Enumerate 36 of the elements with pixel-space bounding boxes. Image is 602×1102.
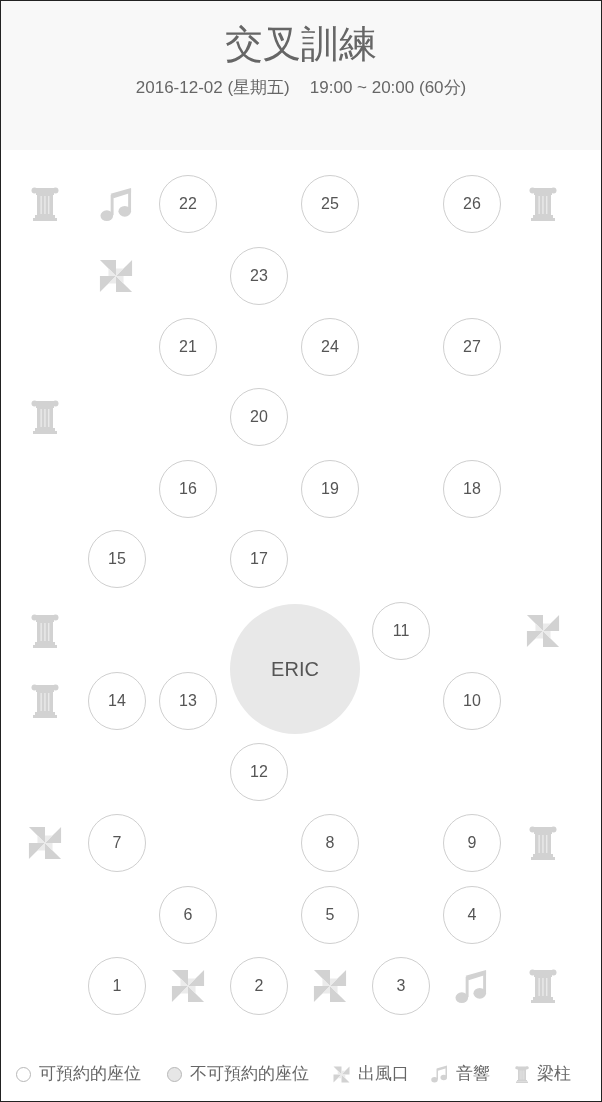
- legend-text: 可預約的座位: [39, 1063, 141, 1085]
- seat-circle: 3: [372, 957, 430, 1015]
- legend-text: 不可預約的座位: [190, 1063, 309, 1085]
- seat-circle: 14: [88, 672, 146, 730]
- seat-circle: 12: [230, 743, 288, 801]
- legend-text: 音響: [456, 1063, 490, 1085]
- seat-circle: 5: [301, 886, 359, 944]
- seat-circle: 18: [443, 460, 501, 518]
- seat-circle: 11: [372, 602, 430, 660]
- seat-circle: 24: [301, 318, 359, 376]
- seat-circle: 20: [230, 388, 288, 446]
- seat-circle: 25: [301, 175, 359, 233]
- seat-circle: 13: [159, 672, 217, 730]
- seat-circle: 21: [159, 318, 217, 376]
- seat-circle: 4: [443, 886, 501, 944]
- seat-circle: 15: [88, 530, 146, 588]
- date-time-text: 19:00 ~ 20:00 (60分): [309, 77, 467, 99]
- title: 交叉訓練: [225, 22, 377, 67]
- seat-circle: 16: [159, 460, 217, 518]
- legend-text: 梁柱: [537, 1063, 571, 1085]
- seat-circle: 22: [159, 175, 217, 233]
- seat-circle: 8: [301, 814, 359, 872]
- seat-circle: 23: [230, 247, 288, 305]
- seat-circle: 10: [443, 672, 501, 730]
- seat-circle: 6: [159, 886, 217, 944]
- seat-circle: 26: [443, 175, 501, 233]
- seat-circle: 2: [230, 957, 288, 1015]
- seat-circle: 27: [443, 318, 501, 376]
- seat-circle: 7: [88, 814, 146, 872]
- legend-text: 出風口: [358, 1063, 409, 1085]
- seat-circle: 19: [301, 460, 359, 518]
- date-time-text: 2016-12-02 (星期五): [135, 77, 290, 99]
- seat-circle: 9: [443, 814, 501, 872]
- seat-circle: 17: [230, 530, 288, 588]
- seat-circle: 1: [88, 957, 146, 1015]
- instructor-circle: ERIC: [230, 604, 360, 734]
